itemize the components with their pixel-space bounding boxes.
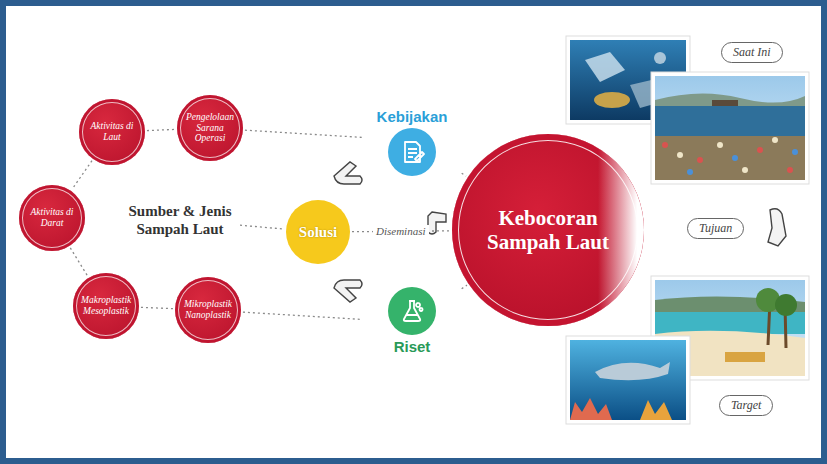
node-text: Solusi — [299, 224, 337, 241]
source-circle: Aktivitas di Darat — [19, 185, 85, 251]
dotted-connector — [147, 129, 175, 130]
source-circle: Aktivitas di Laut — [79, 99, 145, 165]
icon-circle — [388, 287, 436, 335]
source-circle: Pengelolaan Sarana Operasi — [177, 95, 243, 161]
node-text: Mikroplastik Nanoplastik — [183, 299, 233, 321]
main-circle: Kebocoran Sampah Laut — [452, 134, 644, 326]
dotted-connector — [240, 225, 284, 229]
node-text: Kebijakan — [377, 108, 448, 125]
policy-icon — [398, 138, 426, 166]
node-text: Sumber & Jenis Sampah Laut — [122, 202, 238, 238]
dotted-connector — [462, 173, 466, 176]
dotted-connector — [70, 248, 87, 276]
stage-pill: Saat Ini — [721, 42, 783, 63]
edge-label: Diseminasi — [373, 225, 429, 237]
dotted-connector — [462, 285, 467, 289]
node-text: Aktivitas di Laut — [87, 121, 137, 143]
photo-dolphin-reef — [566, 336, 690, 424]
source-circle: Mikroplastik Nanoplastik — [175, 277, 241, 343]
node-text: Kebocoran Sampah Laut — [483, 206, 613, 254]
node-text: Riset — [394, 338, 431, 355]
icon-node: Riset — [364, 287, 460, 358]
node-text: Pengelolaan Sarana Operasi — [185, 112, 235, 145]
dotted-connector — [243, 312, 362, 319]
solution-circle: Solusi — [286, 200, 350, 264]
node-text: Tujuan — [699, 221, 732, 236]
dotted-connector — [245, 130, 362, 137]
node-text: Makroplastik Mesoplastik — [81, 295, 131, 317]
icon-node: Kebijakan — [364, 105, 460, 176]
source-circle: Makroplastik Mesoplastik — [73, 273, 139, 339]
icon-circle — [388, 128, 436, 176]
center-label: Sumber & Jenis Sampah Laut — [122, 202, 238, 238]
node-text: Target — [731, 398, 761, 413]
dotted-connector — [72, 161, 92, 190]
node-text: Aktivitas di Darat — [27, 207, 77, 229]
dotted-connector — [141, 307, 173, 308]
research-icon — [398, 297, 426, 325]
stage-pill: Target — [719, 395, 773, 416]
node-text: Saat Ini — [733, 45, 771, 60]
stage-pill: Tujuan — [687, 218, 744, 239]
photo-trash-beach — [651, 72, 809, 184]
